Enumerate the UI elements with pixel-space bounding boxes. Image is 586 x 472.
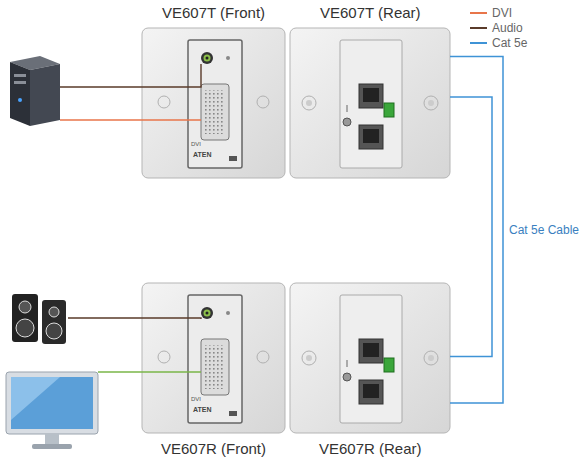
legend-swatch [470,27,487,29]
port-label: DVI [191,396,201,402]
speaker-icon [12,294,66,344]
legend-text: DVI [492,6,512,20]
legend-text: Cat 5e [492,36,527,50]
legend-swatch [470,12,487,14]
brand-logo: ATEN [193,151,212,158]
device-title: VE607R (Front) [161,440,266,457]
wall-plate: VE607R (Front)DVIATEN [142,283,285,433]
device-title: VE607T (Front) [162,4,265,21]
wall-plate: VE607R (Rear) [290,283,450,433]
av-wires [60,64,201,372]
monitor-icon [6,372,98,449]
cable-label: Cat 5e Cable [507,223,581,237]
wall-plate: VE607T (Front)DVIATEN [142,28,285,178]
legend-swatch [470,42,487,44]
cat5e-cable [450,57,503,404]
cat5e-cable [450,97,492,357]
port-label: DVI [191,141,201,147]
computer-icon [10,56,60,126]
device-title: VE607T (Rear) [320,4,421,21]
legend-text: Audio [492,21,523,35]
wall-plate: VE607T (Rear) [290,28,450,178]
brand-logo: ATEN [193,406,212,413]
device-title: VE607R (Rear) [319,440,422,457]
